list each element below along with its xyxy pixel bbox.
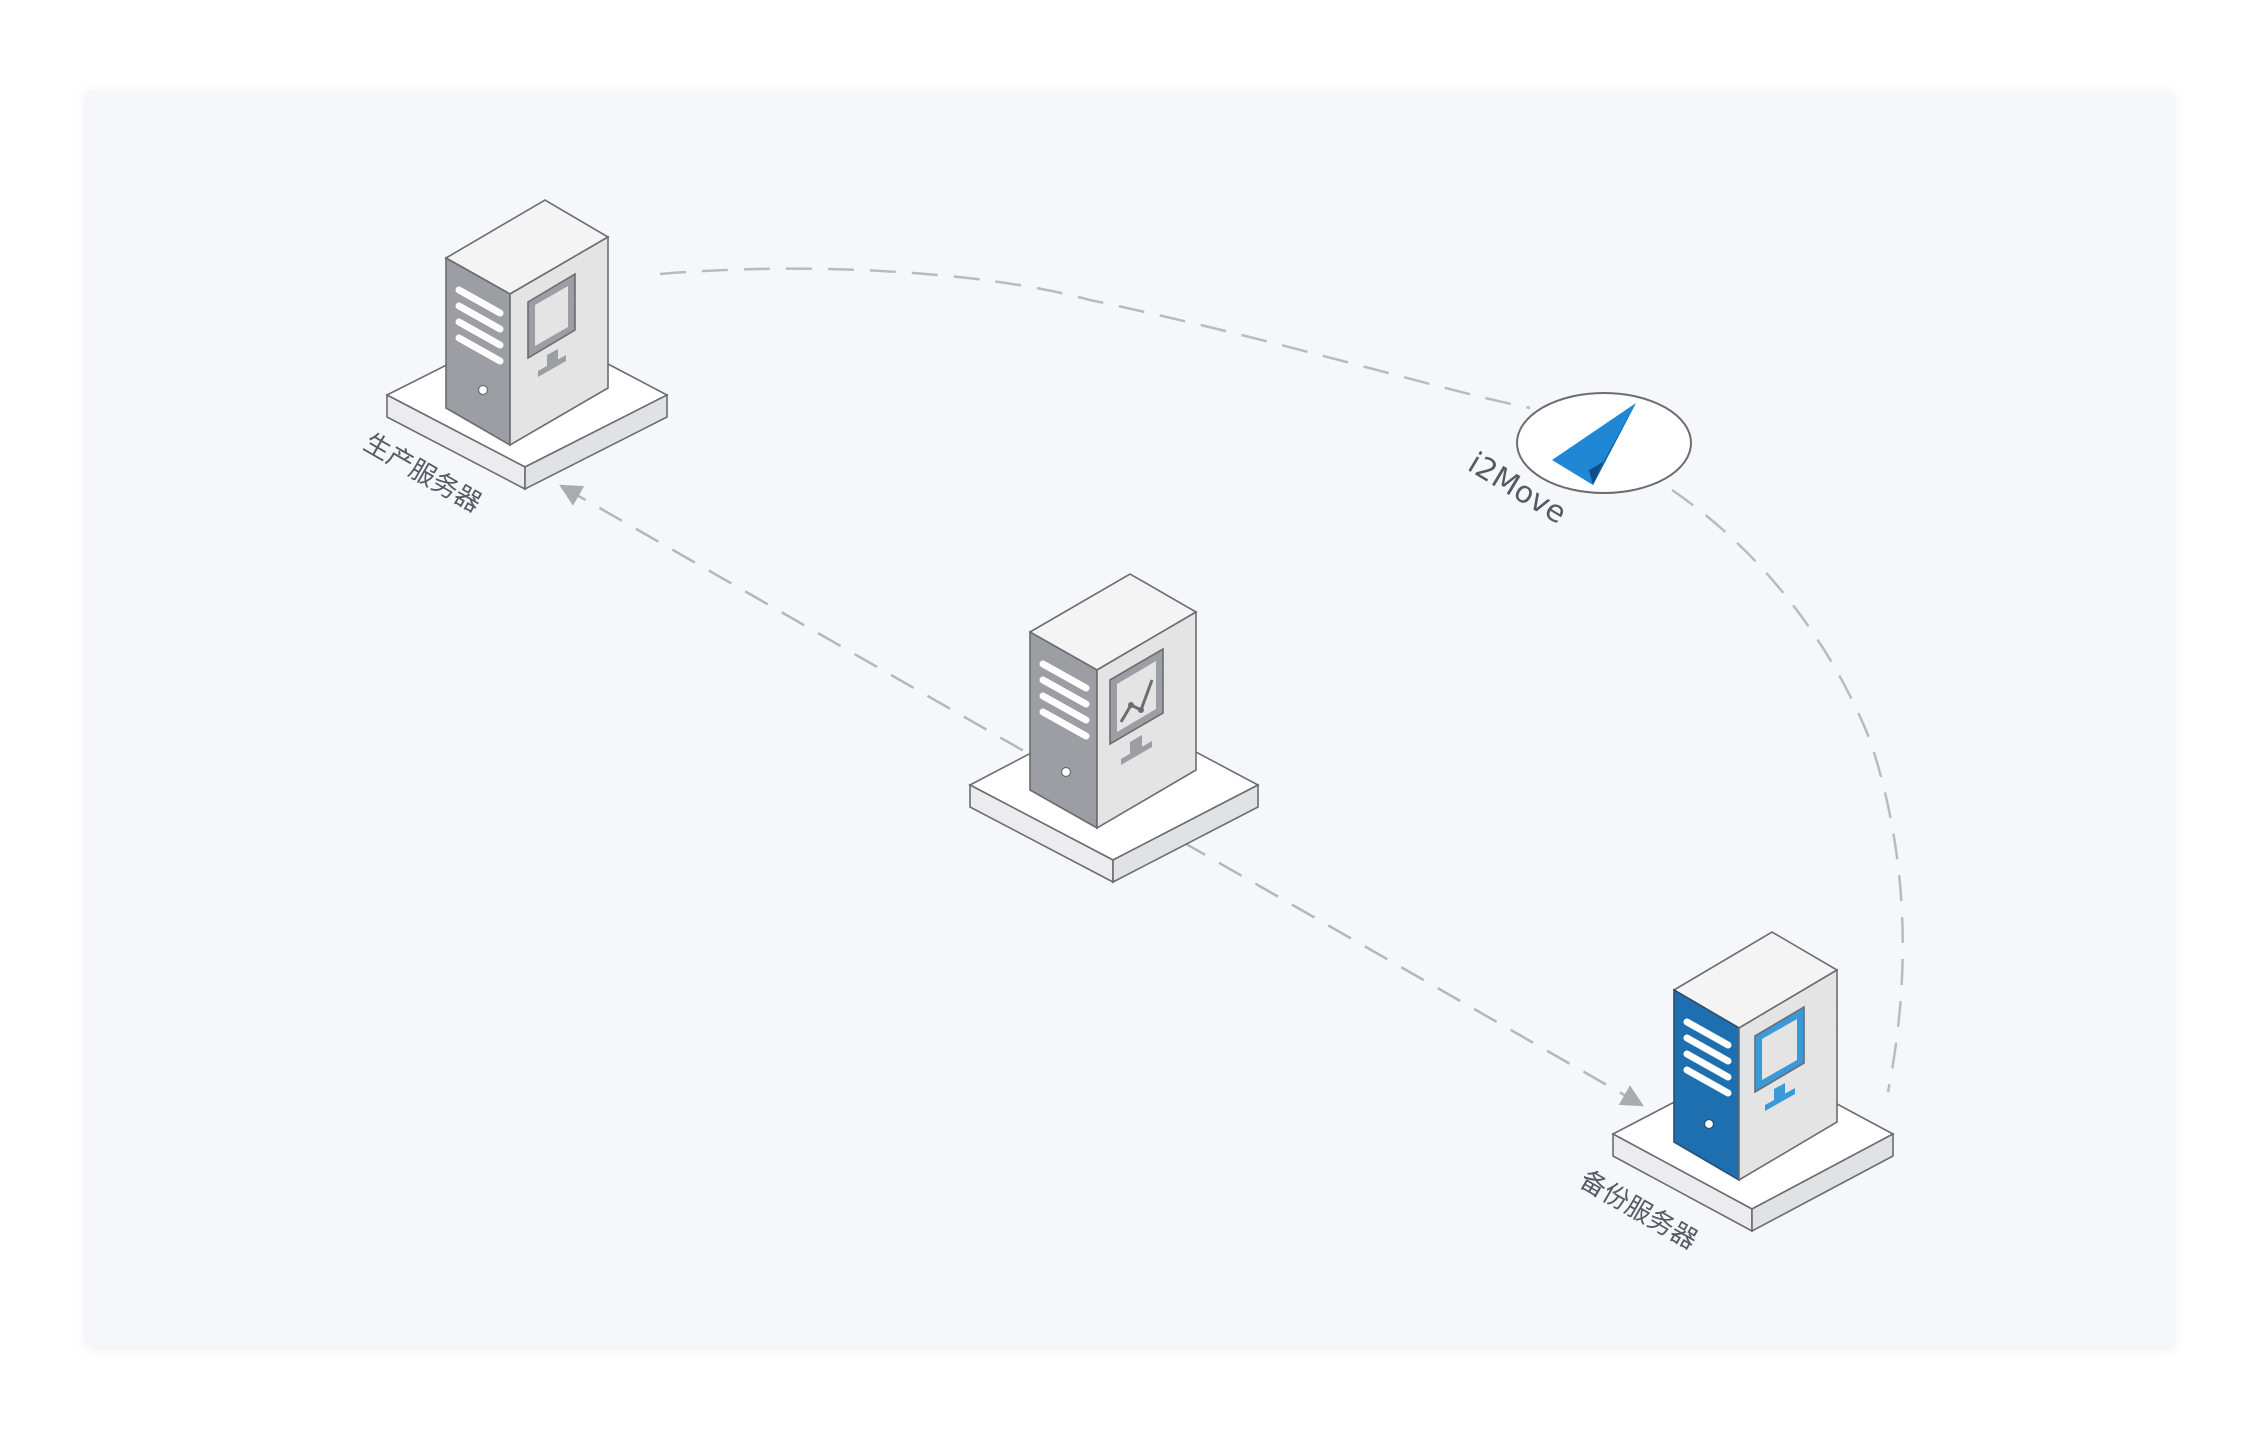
arc-i2move-to-backup bbox=[1671, 488, 1904, 1093]
production-server[interactable]: 生产服务器 bbox=[359, 199, 669, 519]
monitor-icon bbox=[1754, 1005, 1805, 1111]
monitor-icon bbox=[527, 272, 576, 377]
backup-server[interactable]: 备份服务器 bbox=[1575, 931, 1895, 1256]
connectors bbox=[559, 267, 1904, 1107]
backup-tower bbox=[1672, 931, 1839, 1182]
production-tower bbox=[444, 199, 610, 447]
center-server[interactable] bbox=[968, 573, 1260, 884]
chart-monitor-icon bbox=[1109, 647, 1164, 765]
arc-production-to-i2move bbox=[659, 267, 1531, 410]
paper-plane-icon bbox=[1552, 403, 1636, 485]
